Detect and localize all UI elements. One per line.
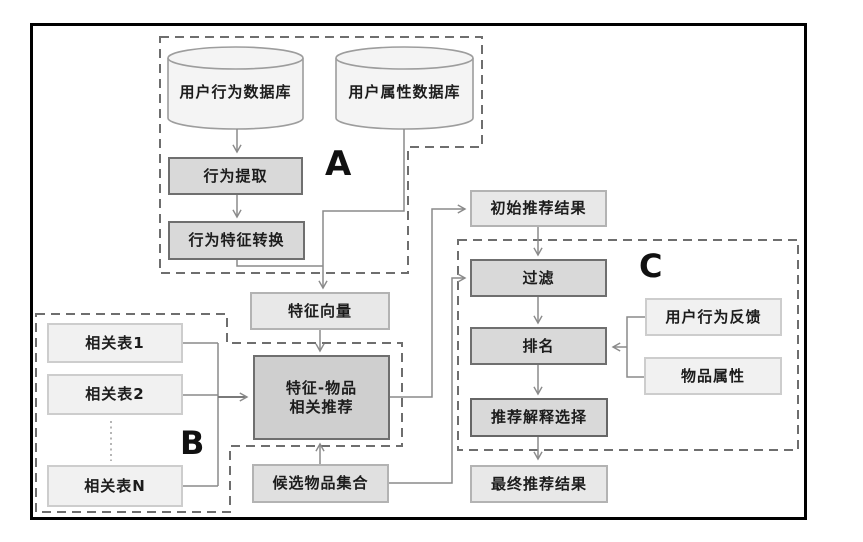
user-behavior-db-cylinder: [167, 46, 304, 130]
node-label: 候选物品集合: [272, 474, 369, 493]
node-feature-vector: 特征向量: [250, 292, 390, 330]
node-label: 相关表N: [84, 476, 146, 495]
node-explanation-selection: 推荐解释选择: [470, 398, 608, 437]
edge-feedback-attr-bracket: [626, 316, 645, 378]
node-label: 推荐解释选择: [490, 408, 587, 427]
node-behavior-feature-conversion: 行为特征转换: [168, 221, 305, 260]
node-label: 物品属性: [680, 366, 745, 385]
node-related-table-n: 相关表N: [47, 465, 183, 507]
node-label: 行为提取: [203, 166, 268, 185]
node-initial-results: 初始推荐结果: [470, 190, 607, 227]
node-feature-item-recommendation: 特征-物品 相关推荐: [253, 355, 390, 440]
section-a-label: A: [325, 144, 352, 184]
node-filter: 过滤: [470, 259, 607, 297]
node-final-results: 最终推荐结果: [470, 465, 608, 503]
section-b-label: B: [180, 424, 205, 462]
node-label: 特征向量: [287, 301, 352, 320]
node-label: 相关表2: [85, 385, 145, 404]
node-label: 过滤: [522, 268, 555, 287]
node-user-behavior-feedback: 用户行为反馈: [645, 298, 782, 336]
node-item-attributes: 物品属性: [644, 357, 782, 395]
node-label: 初始推荐结果: [490, 199, 587, 218]
node-related-table-2: 相关表2: [47, 374, 183, 415]
edge-attributedb-to-featurevector: [318, 129, 405, 290]
node-label: 用户属性数据库: [348, 82, 461, 101]
outer-frame: [30, 23, 807, 520]
node-ranking: 排名: [470, 327, 607, 365]
node-candidate-item-set: 候选物品集合: [252, 464, 389, 503]
node-user-attribute-db: 用户属性数据库: [336, 75, 473, 109]
node-label: 相关表1: [85, 333, 145, 352]
edge-candidates-to-filter: [389, 273, 467, 484]
node-label: 排名: [522, 336, 555, 355]
node-label: 行为特征转换: [188, 231, 285, 250]
node-label-line1: 特征-物品: [285, 378, 358, 397]
section-b-outline: [35, 313, 403, 513]
node-label: 用户行为反馈: [665, 307, 762, 326]
node-related-table-1: 相关表1: [47, 323, 183, 363]
node-label: 用户行为数据库: [179, 82, 292, 101]
node-label-line2: 相关推荐: [289, 397, 354, 416]
node-behavior-extraction: 行为提取: [168, 157, 303, 195]
section-c-outline: [457, 239, 799, 451]
section-c-label: C: [639, 247, 663, 285]
section-a-outline: [159, 36, 483, 274]
edge-conversion-merge: [236, 260, 323, 267]
node-user-behavior-db: 用户行为数据库: [168, 75, 303, 109]
edge-core-to-initialresults: [390, 204, 467, 398]
node-label: 最终推荐结果: [490, 474, 587, 493]
